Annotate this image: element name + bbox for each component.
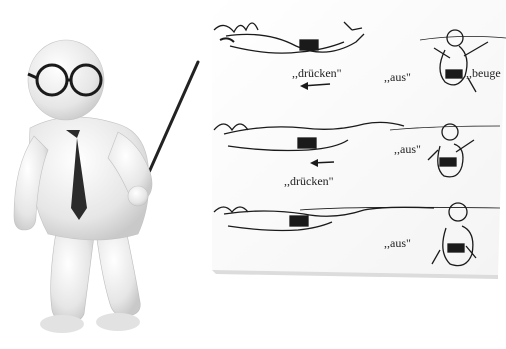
presenter-figure-icon [14, 40, 198, 333]
label-druecken-row2: ,,drücken" [284, 174, 334, 189]
label-aus-row3: ,,aus" [384, 236, 411, 251]
label-beuge-row1: ,,beuge [466, 66, 501, 81]
label-aus-row1: ,,aus" [384, 70, 411, 85]
label-aus-row2: ,,aus" [394, 142, 421, 157]
label-druecken-row1: ,,drücken" [292, 66, 342, 81]
swimming-diagram-panel [212, 0, 506, 279]
